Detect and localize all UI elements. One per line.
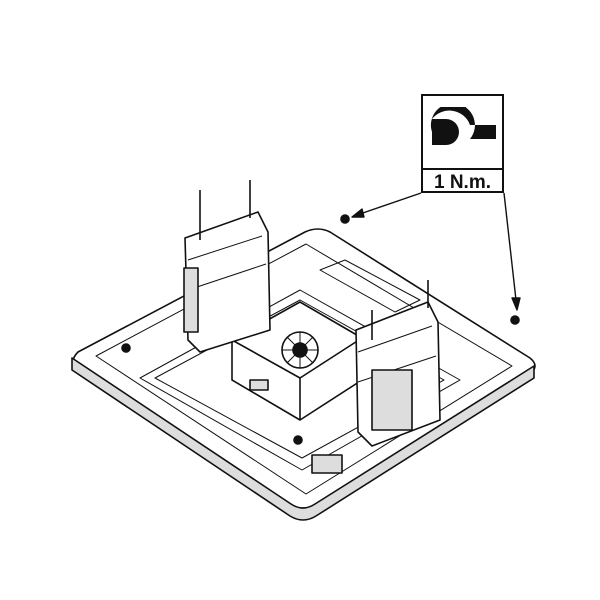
right-bracket: [355, 280, 441, 447]
hub-module: [231, 301, 363, 421]
connector: [311, 454, 343, 474]
torque-value: 1 N.m.: [433, 171, 492, 193]
wrench-icon: [423, 96, 502, 170]
screw-icon: [121, 214, 520, 445]
left-bracket: [183, 180, 271, 353]
torque-spec-callout: 1 N.m.: [421, 94, 504, 193]
leader-arrows: [351, 192, 521, 311]
